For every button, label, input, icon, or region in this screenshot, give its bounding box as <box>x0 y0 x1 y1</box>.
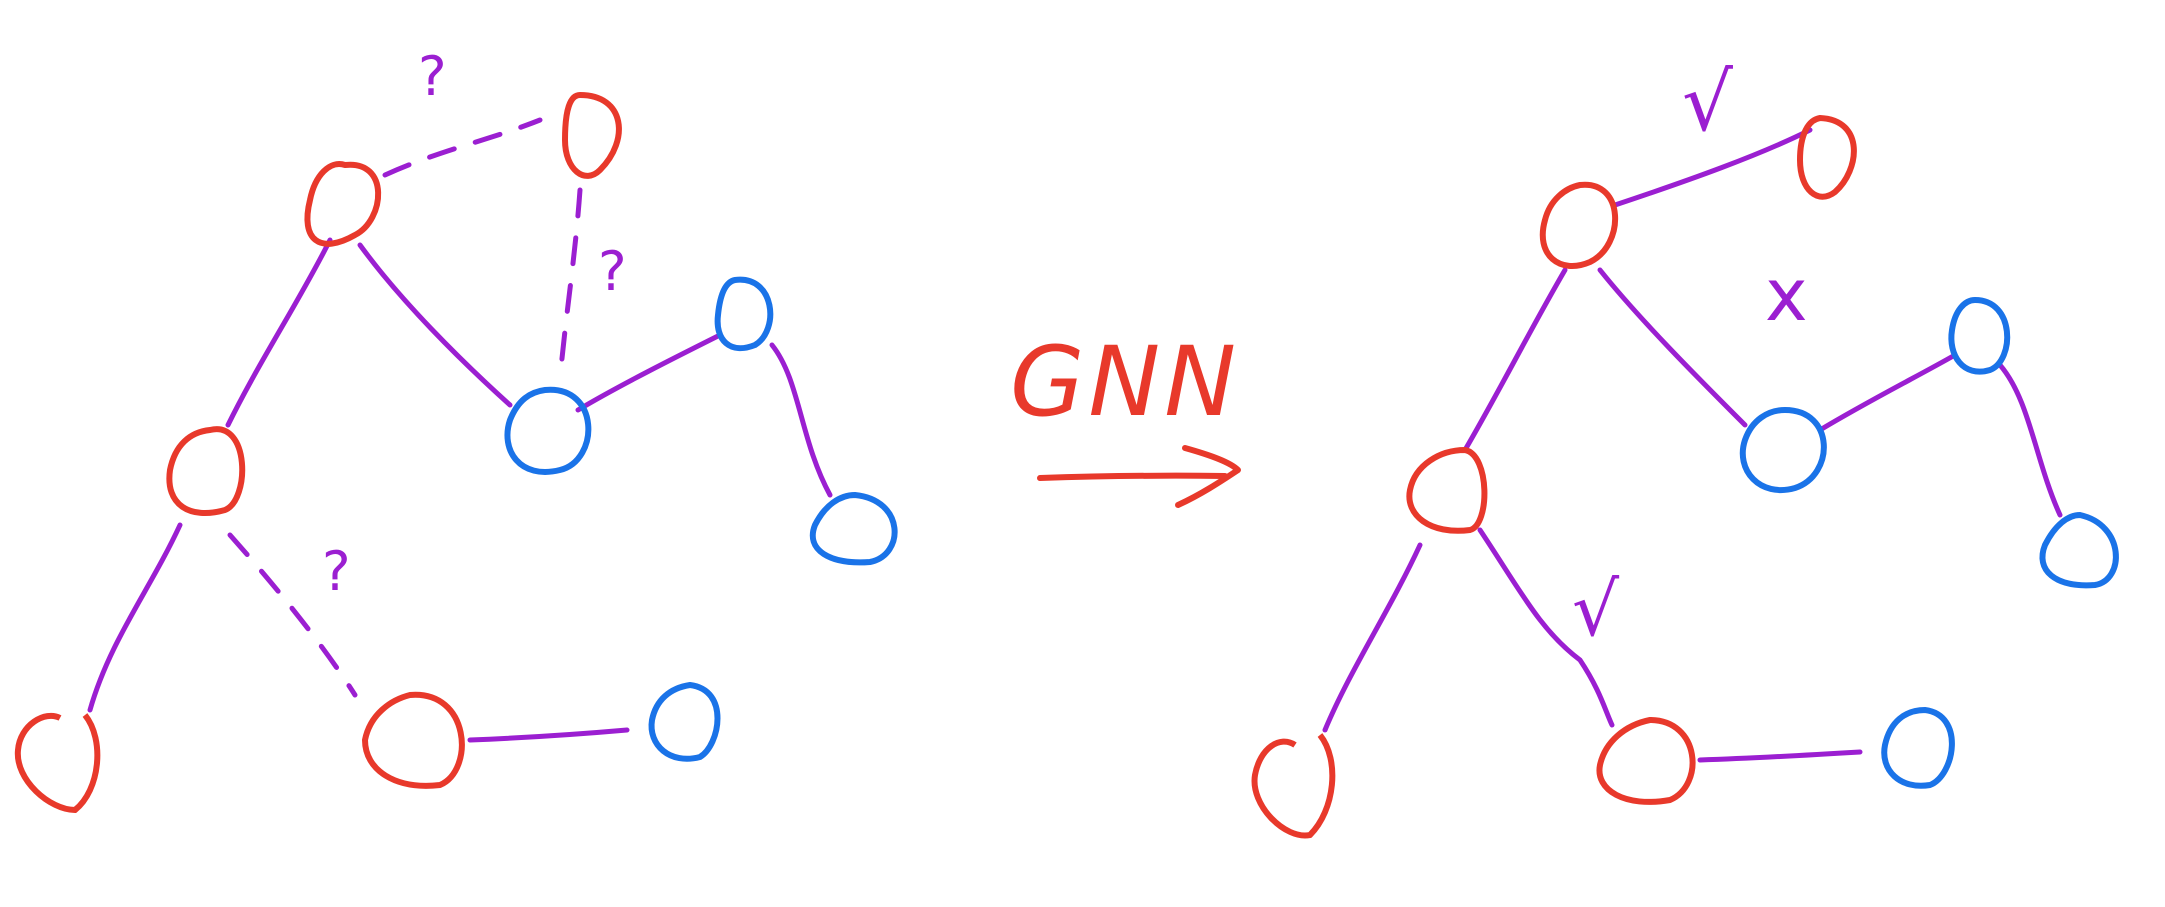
node-l2 <box>166 426 246 517</box>
edge-l1-l2 <box>225 237 333 428</box>
input-nodes <box>14 91 898 814</box>
edge-l6-l7 <box>575 332 723 413</box>
arrow-label: GNN <box>1010 326 1240 438</box>
edge-r1-r2 <box>1462 267 1568 453</box>
edge-l7-l8 <box>769 342 833 498</box>
output-edges <box>1322 127 2063 763</box>
output-graph: √ x √ <box>1251 56 2119 839</box>
edge-r1-r5 <box>1612 127 1813 208</box>
input-candidate-edges <box>227 117 583 698</box>
node-r7 <box>1948 296 2011 375</box>
input-known-edges <box>87 237 833 743</box>
edge-l4-l9 <box>467 727 630 743</box>
reject-mark-r5-r6: x <box>1765 253 1808 337</box>
node-l5 <box>561 91 622 179</box>
node-l7 <box>714 276 774 352</box>
node-l8 <box>810 491 898 566</box>
input-graph: ? ? ? <box>14 45 898 814</box>
edge-r6-r7 <box>1817 352 1958 433</box>
node-l9 <box>648 681 721 762</box>
edge-l1-l6 <box>357 242 513 408</box>
node-r9 <box>1881 706 1955 789</box>
candidate-edge-l5-l6 <box>557 187 583 383</box>
node-l1 <box>304 161 382 247</box>
edge-r2-r3 <box>1322 542 1423 733</box>
node-r6 <box>1739 406 1827 493</box>
node-r4 <box>1596 716 1696 805</box>
accept-mark-r1-r5: √ <box>1682 56 1733 149</box>
edge-l2-l3 <box>87 522 183 713</box>
uncertainty-marks: ? ? ? <box>322 45 627 603</box>
gnn-arrow: GNN <box>1010 326 1241 508</box>
node-r2 <box>1406 446 1488 534</box>
candidate-edge-l2-l4 <box>227 532 358 698</box>
node-r3 <box>1251 733 1336 839</box>
output-nodes <box>1251 114 2119 839</box>
edge-r2-r4 <box>1477 527 1615 728</box>
node-r8 <box>2039 511 2119 589</box>
question-mark-l1-l5: ? <box>418 45 447 108</box>
question-mark-l5-l6: ? <box>598 240 627 303</box>
arrow-shaft <box>1037 472 1228 481</box>
edge-r1-r6 <box>1597 267 1748 428</box>
arrow-head <box>1175 445 1241 508</box>
candidate-edge-l1-l5 <box>382 117 543 178</box>
decision-marks: √ x √ <box>1572 56 1808 653</box>
edge-r4-r9 <box>1697 749 1863 763</box>
node-r1 <box>1539 181 1619 269</box>
node-l3 <box>14 712 101 814</box>
node-r5 <box>1796 114 1857 200</box>
accept-mark-r2-r4: √ <box>1572 567 1620 653</box>
node-l6 <box>504 386 592 475</box>
edge-r7-r8 <box>1997 362 2063 518</box>
node-l4 <box>361 691 465 789</box>
question-mark-l2-l4: ? <box>322 540 351 603</box>
